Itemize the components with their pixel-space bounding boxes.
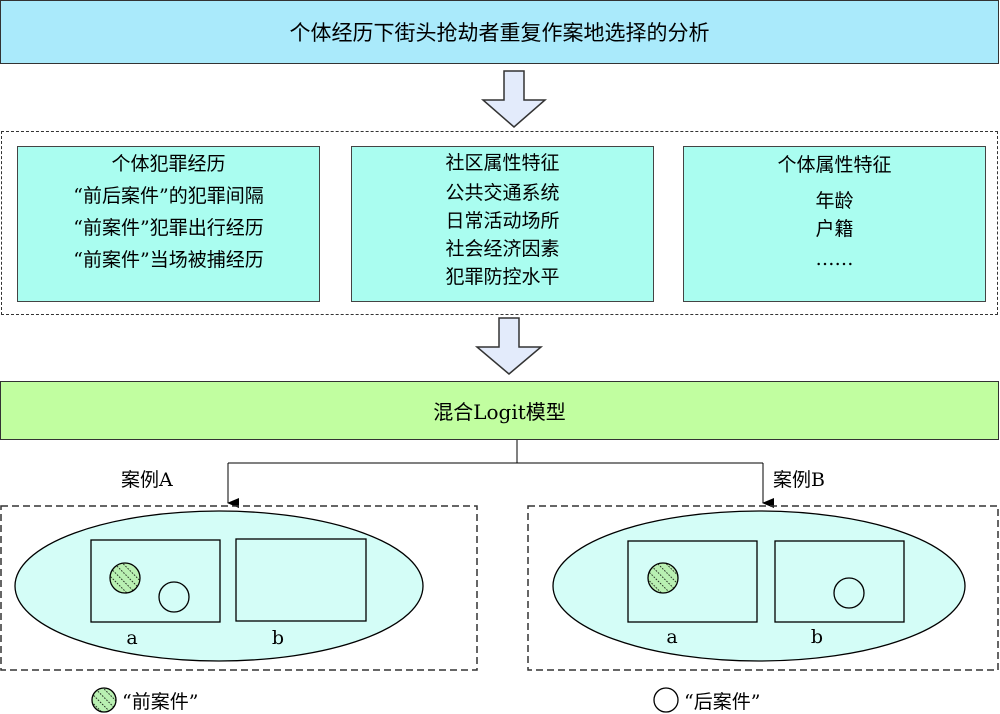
title-text: 个体经历下街头抢劫者重复作案地选择的分析	[289, 21, 710, 45]
factor-item: 公共交通系统	[445, 182, 560, 204]
case-b-ellipse	[552, 510, 966, 662]
case-b-area-a-label: a	[666, 626, 677, 648]
case-a-label: 案例A	[121, 469, 173, 491]
case-b-later-case-marker	[833, 577, 865, 609]
legend-later-case-icon	[653, 687, 679, 713]
factor-item: 社会经济因素	[445, 238, 560, 260]
factor-item: 日常活动场所	[445, 210, 560, 232]
case-b-area-b	[774, 540, 905, 623]
factor-item: 犯罪防控水平	[445, 266, 560, 288]
factor-item: “前案件”当场被捕经历	[73, 249, 264, 271]
case-a-area-b	[235, 538, 367, 622]
legend-later-case-label: “后案件”	[684, 691, 761, 713]
case-a-area-a	[90, 539, 221, 623]
factor-item: 户籍	[815, 218, 854, 240]
factor-box-community-attributes: 社区属性特征 公共交通系统 日常活动场所 社会经济因素 犯罪防控水平	[351, 146, 654, 302]
factor-item: 年龄	[815, 190, 854, 212]
factor-item: “前案件”犯罪出行经历	[73, 217, 264, 239]
case-a-prior-case-marker	[109, 562, 141, 594]
case-b-label: 案例B	[773, 469, 825, 491]
factor-heading: 社区属性特征	[445, 152, 560, 174]
model-text: 混合Logit模型	[433, 400, 566, 424]
factor-box-criminal-experience: 个体犯罪经历 “前后案件”的犯罪间隔 “前案件”犯罪出行经历 “前案件”当场被捕…	[17, 146, 320, 302]
case-b-area-a	[627, 540, 758, 623]
block-arrow-down-2	[474, 317, 544, 375]
block-arrow-down-1	[480, 70, 548, 128]
case-a-area-b-label: b	[272, 627, 284, 649]
case-a-ellipse	[14, 510, 424, 662]
legend-prior-case-icon	[91, 687, 117, 713]
case-b-area-b-label: b	[811, 626, 823, 648]
legend-prior-case-label: “前案件”	[122, 691, 199, 713]
case-b-prior-case-marker	[647, 562, 679, 594]
case-a-frame	[0, 505, 478, 671]
title-box: 个体经历下街头抢劫者重复作案地选择的分析	[0, 0, 999, 64]
factor-heading: 个体属性特征	[777, 154, 892, 176]
case-a-area-a-label: a	[126, 627, 137, 649]
factor-item: ……	[815, 248, 854, 270]
factors-frame	[1, 131, 998, 315]
factor-item: “前后案件”的犯罪间隔	[73, 185, 264, 207]
case-b-frame	[527, 505, 999, 671]
factor-box-individual-attributes: 个体属性特征 年龄 户籍 ……	[683, 146, 986, 302]
model-box: 混合Logit模型	[0, 381, 999, 440]
factor-heading: 个体犯罪经历	[111, 153, 226, 175]
case-a-later-case-marker	[158, 581, 190, 613]
